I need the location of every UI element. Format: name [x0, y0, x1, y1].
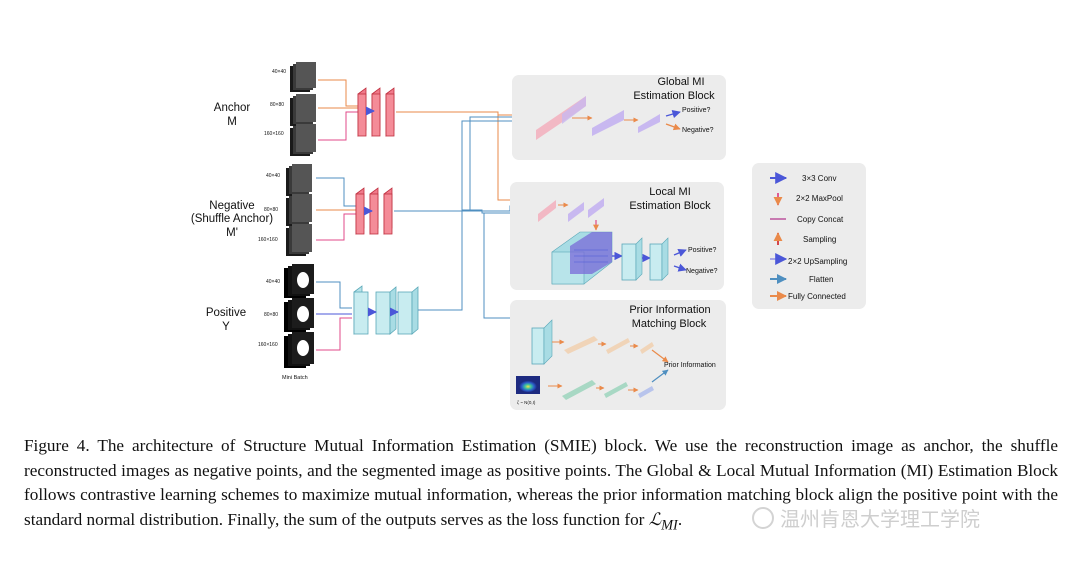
negative-size-40: 40×40 [266, 173, 280, 179]
positive-encoder [353, 285, 419, 335]
anchor-encoder [357, 87, 395, 137]
global-feature-violet-2 [638, 114, 660, 133]
negative-size-80: 80×80 [264, 207, 278, 213]
legend-item-fc: Fully Connected [770, 291, 846, 301]
caption-math-subscript: MI [661, 516, 678, 533]
positive-connectors [316, 281, 352, 351]
legend-label-flatten: Flatten [809, 275, 833, 284]
prior-noise-fc-3 [638, 386, 654, 398]
legend-item-flatten: Flatten [770, 274, 833, 284]
prior-noise-fc-2 [604, 382, 628, 398]
legend-label-concat: Copy Concat [797, 215, 844, 224]
local-mi-block: Local MI Estimation Block Positive? Nega… [510, 182, 724, 290]
legend-item-maxpool: 2×2 MaxPool [773, 193, 843, 206]
positive-stack-40: 40×40 [266, 264, 314, 298]
negative-encoder [355, 187, 393, 235]
anchor-size-80: 80×80 [270, 102, 284, 108]
watermark: 温州肯恩大学理工学院 [752, 503, 980, 532]
legend-label-upsampling: 2×2 UpSampling [788, 257, 847, 266]
anchor-size-40: 40×40 [272, 69, 286, 75]
global-mi-title-line2: Estimation Block [633, 90, 715, 102]
local-mi-title-line1: Local MI [649, 186, 691, 198]
positive-size-160: 160×160 [258, 342, 278, 348]
legend-item-conv: 3×3 Conv [770, 172, 836, 184]
local-negative-text: Negative? [686, 268, 718, 275]
anchor-label-line1: Anchor [214, 102, 251, 114]
negative-label-line1: Negative [209, 200, 254, 212]
local-mi-title-line2: Estimation Block [629, 200, 711, 212]
positive-label: Positive Y [206, 307, 246, 333]
global-mi-title-line1: Global MI [657, 76, 704, 88]
prior-info-block: Prior Information Matching Block Prior I… [510, 300, 726, 410]
caption-math-symbol: ℒ [648, 509, 662, 529]
global-feature-violet-1 [592, 110, 624, 136]
gaussian-noise-image [516, 376, 540, 394]
anchor-size-160: 160×160 [264, 131, 284, 137]
negative-connectors [316, 177, 356, 241]
global-mi-block: Global MI Estimation Block Positive? Neg… [512, 75, 726, 160]
local-volume [551, 231, 613, 285]
prior-info-panel [510, 300, 726, 410]
routing-lines [394, 111, 533, 321]
figure-caption: Figure 4. The architecture of Structure … [24, 434, 1058, 537]
watermark-logo-icon [752, 506, 774, 529]
prior-fc-1 [564, 336, 598, 354]
global-positive-text: Positive? [682, 107, 711, 114]
prior-fc-3 [640, 342, 654, 354]
positive-size-80: 80×80 [264, 312, 278, 318]
anchor-stack-160: 160×160 [264, 124, 316, 156]
architecture-diagram: Anchor M Negative (Shuffle Anchor) M' Po… [191, 62, 866, 410]
positive-label-line2: Y [222, 321, 230, 333]
negative-label-line2: (Shuffle Anchor) [191, 213, 273, 225]
positive-stack-160: 160×160 [258, 332, 314, 368]
positive-stack-80: 80×80 [264, 298, 314, 332]
anchor-label: Anchor M [214, 102, 251, 128]
legend-label-sampling: Sampling [803, 235, 836, 244]
negative-label: Negative (Shuffle Anchor) M' [191, 200, 273, 239]
noise-label: ζ ~ N(0,I) [517, 400, 536, 405]
anchor-connectors [318, 79, 358, 141]
legend-item-concat: Copy Concat [770, 215, 844, 224]
prior-fc-2 [606, 338, 630, 354]
anchor-stack-80: 80×80 [270, 94, 316, 126]
caption-text: Figure 4. The architecture of Structure … [24, 436, 1058, 529]
prior-title-line1: Prior Information [629, 304, 710, 316]
prior-noise-fc-1 [562, 380, 596, 400]
global-negative-text: Negative? [682, 127, 714, 134]
mini-batch-label: Mini Batch [282, 375, 308, 381]
prior-output-text: Prior Information [664, 362, 716, 369]
anchor-stack-40: 40×40 [272, 62, 316, 92]
watermark-text: 温州肯恩大学理工学院 [780, 507, 980, 531]
legend-label-fc: Fully Connected [788, 292, 846, 301]
legend-item-upsampling: 2×2 UpSampling [770, 253, 847, 266]
local-positive-text: Positive? [688, 247, 717, 254]
legend-item-sampling: Sampling [773, 232, 836, 245]
caption-end: . [677, 509, 683, 529]
negative-stack-80: 80×80 [264, 194, 312, 226]
legend-label-maxpool: 2×2 MaxPool [796, 194, 843, 203]
negative-stack-40: 40×40 [266, 164, 312, 196]
anchor-label-line2: M [227, 116, 237, 128]
legend-label-conv: 3×3 Conv [802, 174, 836, 183]
negative-size-160: 160×160 [258, 237, 278, 243]
positive-label-line1: Positive [206, 307, 246, 319]
negative-label-line3: M' [226, 227, 238, 239]
positive-size-40: 40×40 [266, 279, 280, 285]
legend: 3×3 Conv 2×2 MaxPool Copy Concat Samplin… [752, 163, 866, 309]
negative-stack-160: 160×160 [258, 224, 312, 256]
local-feature-pink [538, 200, 556, 222]
prior-title-line2: Matching Block [632, 318, 707, 330]
